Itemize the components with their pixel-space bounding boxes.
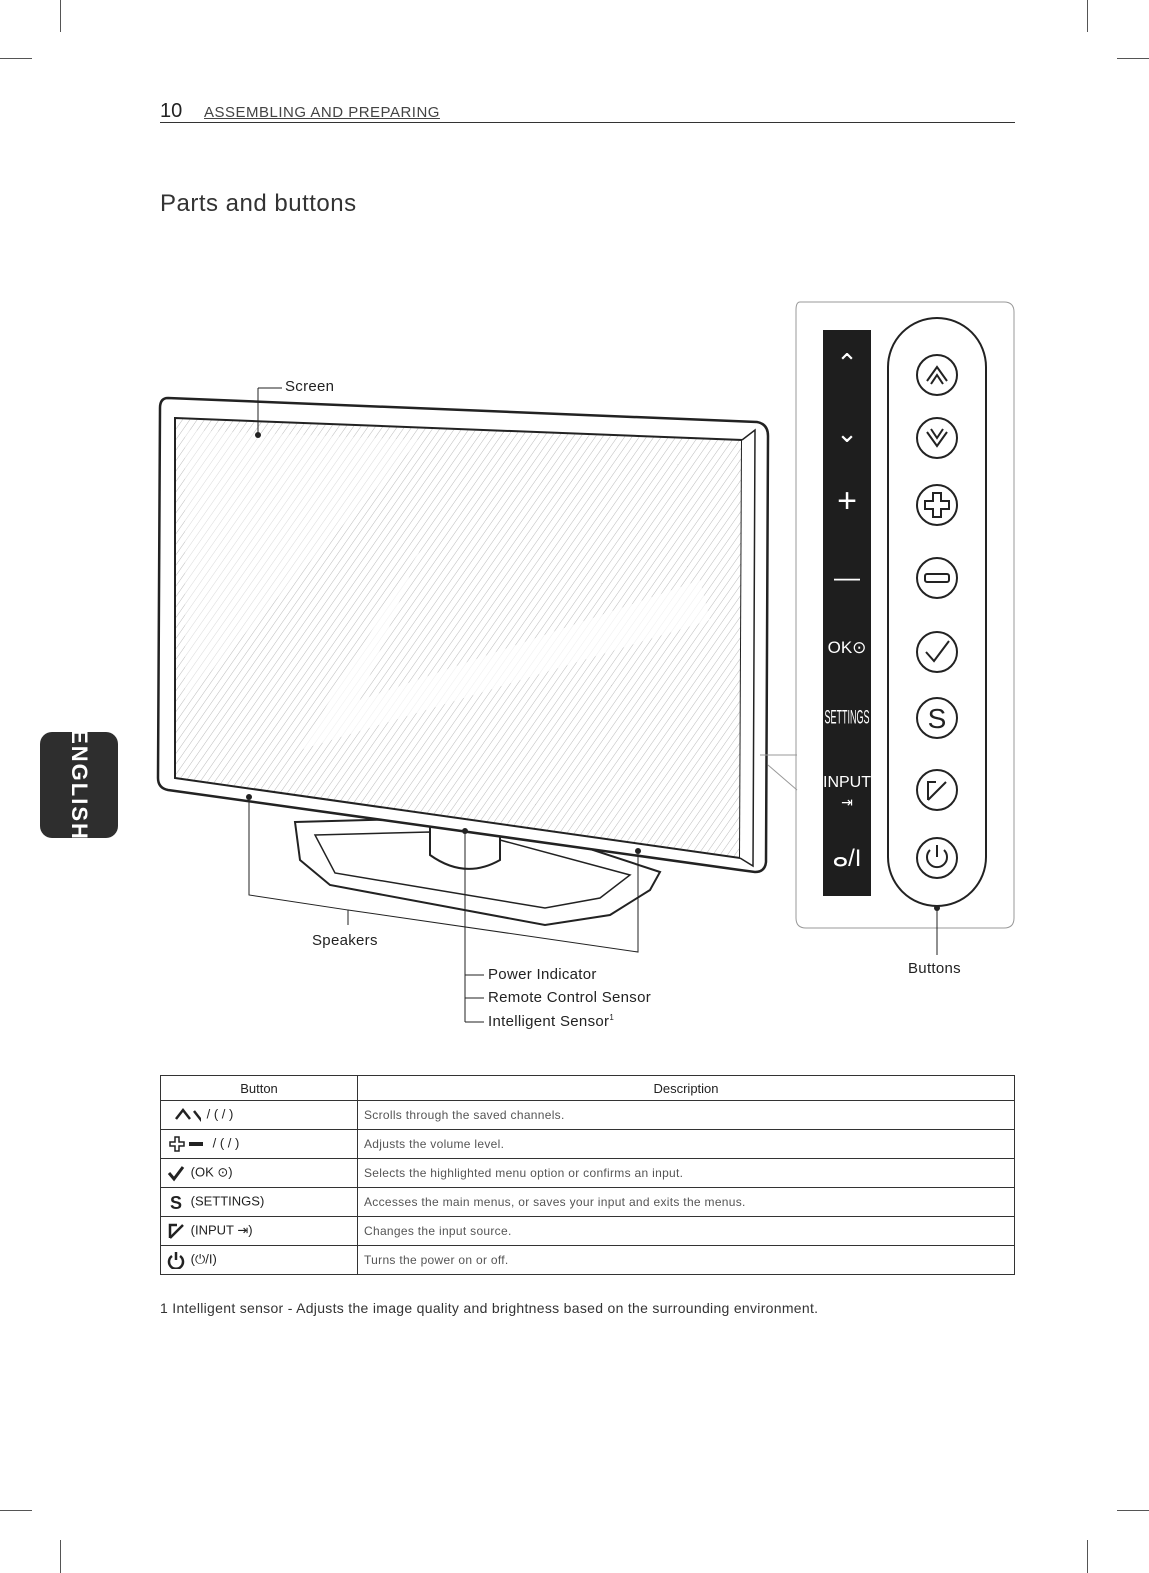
crop-mark (0, 58, 32, 59)
buttons-table: Button Description / ( / ) Scrolls throu… (160, 1075, 1015, 1275)
button-cell: / ( / ) (160, 1100, 358, 1130)
strip-down: ⌄ (836, 418, 858, 448)
plus-minus-icon (169, 1136, 203, 1152)
label-buttons: Buttons (908, 960, 961, 977)
key-strip: ⌃ ⌄ + — OK⊙ SETTINGS INPUT ⇥ ⴰ/I (823, 330, 871, 896)
table-row: / ( / ) Scrolls through the saved channe… (160, 1100, 1015, 1130)
button-text: (INPUT ⇥) (190, 1222, 253, 1238)
strip-plus: + (837, 482, 857, 520)
screen-highlight (300, 550, 710, 750)
crop-mark (60, 0, 61, 32)
button-text: / ( / ) (206, 1106, 234, 1122)
settings-button-icon (916, 697, 958, 739)
strip-power: ⴰ/I (832, 845, 862, 872)
page-header: 10 ASSEMBLING AND PREPARING (160, 100, 1015, 123)
page-number: 10 (160, 100, 183, 122)
table-row: S (SETTINGS) Accesses the main menus, or… (160, 1187, 1015, 1217)
button-text: (SETTINGS) (190, 1193, 265, 1209)
table-header-row: Button Description (160, 1075, 1015, 1101)
table-row: / ( / ) Adjusts the volume level. (160, 1129, 1015, 1159)
settings-icon: S (170, 1193, 182, 1211)
label-remote-sensor: Remote Control Sensor (488, 989, 652, 1006)
button-cell: (OK ⊙) (160, 1158, 358, 1188)
button-cell: S (SETTINGS) (160, 1187, 358, 1217)
description-cell: Turns the power on or off. (357, 1245, 1015, 1275)
input-icon (168, 1223, 184, 1239)
ok-button-icon (916, 631, 958, 673)
crop-mark (1117, 1510, 1149, 1511)
description-cell: Scrolls through the saved channels. (357, 1100, 1015, 1130)
footnote-marker: 1 (609, 1013, 615, 1022)
svg-text:S: S (170, 1193, 182, 1211)
label-power-indicator: Power Indicator (488, 966, 597, 983)
header-button: Button (160, 1075, 358, 1101)
power-icon (167, 1252, 185, 1269)
label-intelligent-sensor-text: Intelligent Sensor (488, 1013, 610, 1030)
table-row: (INPUT ⇥) Changes the input source. (160, 1216, 1015, 1246)
tv-diagram: S (156, 301, 1015, 1023)
strip-input: INPUT (823, 774, 871, 791)
crop-mark (1117, 58, 1149, 59)
crop-mark (60, 1540, 61, 1573)
header-description: Description (357, 1075, 1015, 1101)
page-title: Parts and buttons (160, 190, 357, 217)
button-cell: / ( / ) (160, 1129, 358, 1159)
power-button-icon (916, 837, 958, 879)
svg-text:S: S (928, 703, 947, 734)
table-row: (⏻/I) Turns the power on or off. (160, 1245, 1015, 1275)
description-cell: Accesses the main menus, or saves your i… (357, 1187, 1015, 1217)
description-cell: Changes the input source. (357, 1216, 1015, 1246)
button-cell: (⏻/I) (160, 1245, 358, 1275)
crop-mark (1087, 1540, 1088, 1573)
up-button-icon (916, 354, 958, 396)
strip-up: ⌃ (836, 348, 858, 378)
button-text: / ( / ) (212, 1135, 240, 1151)
language-tab: ENGLISH (40, 729, 118, 841)
table-row: (OK ⊙) Selects the highlighted menu opti… (160, 1158, 1015, 1188)
description-cell: Adjusts the volume level. (357, 1129, 1015, 1159)
description-cell: Selects the highlighted menu option or c… (357, 1158, 1015, 1188)
footnote: 1 Intelligent sensor - Adjusts the image… (160, 1300, 819, 1316)
plus-button-icon (916, 484, 958, 526)
label-screen: Screen (285, 378, 335, 395)
minus-button-icon (916, 557, 958, 599)
strip-input-icon: ⇥ (841, 794, 853, 810)
strip-minus: — (834, 562, 860, 592)
crop-mark (0, 1510, 32, 1511)
strip-ok: OK⊙ (827, 638, 867, 657)
button-panel (887, 317, 987, 907)
strip-settings: SETTINGS (824, 706, 870, 728)
check-icon (167, 1166, 185, 1182)
button-text: (⏻/I) (190, 1251, 217, 1267)
input-button-icon (916, 769, 958, 811)
button-text: (OK ⊙) (190, 1164, 233, 1180)
label-intelligent-sensor: Intelligent Sensor1 (488, 1013, 614, 1030)
label-speakers: Speakers (312, 932, 378, 949)
button-cell: (INPUT ⇥) (160, 1216, 358, 1246)
down-button-icon (916, 417, 958, 459)
crop-mark (1087, 0, 1088, 32)
up-down-icon (175, 1107, 201, 1123)
section-title: ASSEMBLING AND PREPARING (204, 104, 440, 121)
